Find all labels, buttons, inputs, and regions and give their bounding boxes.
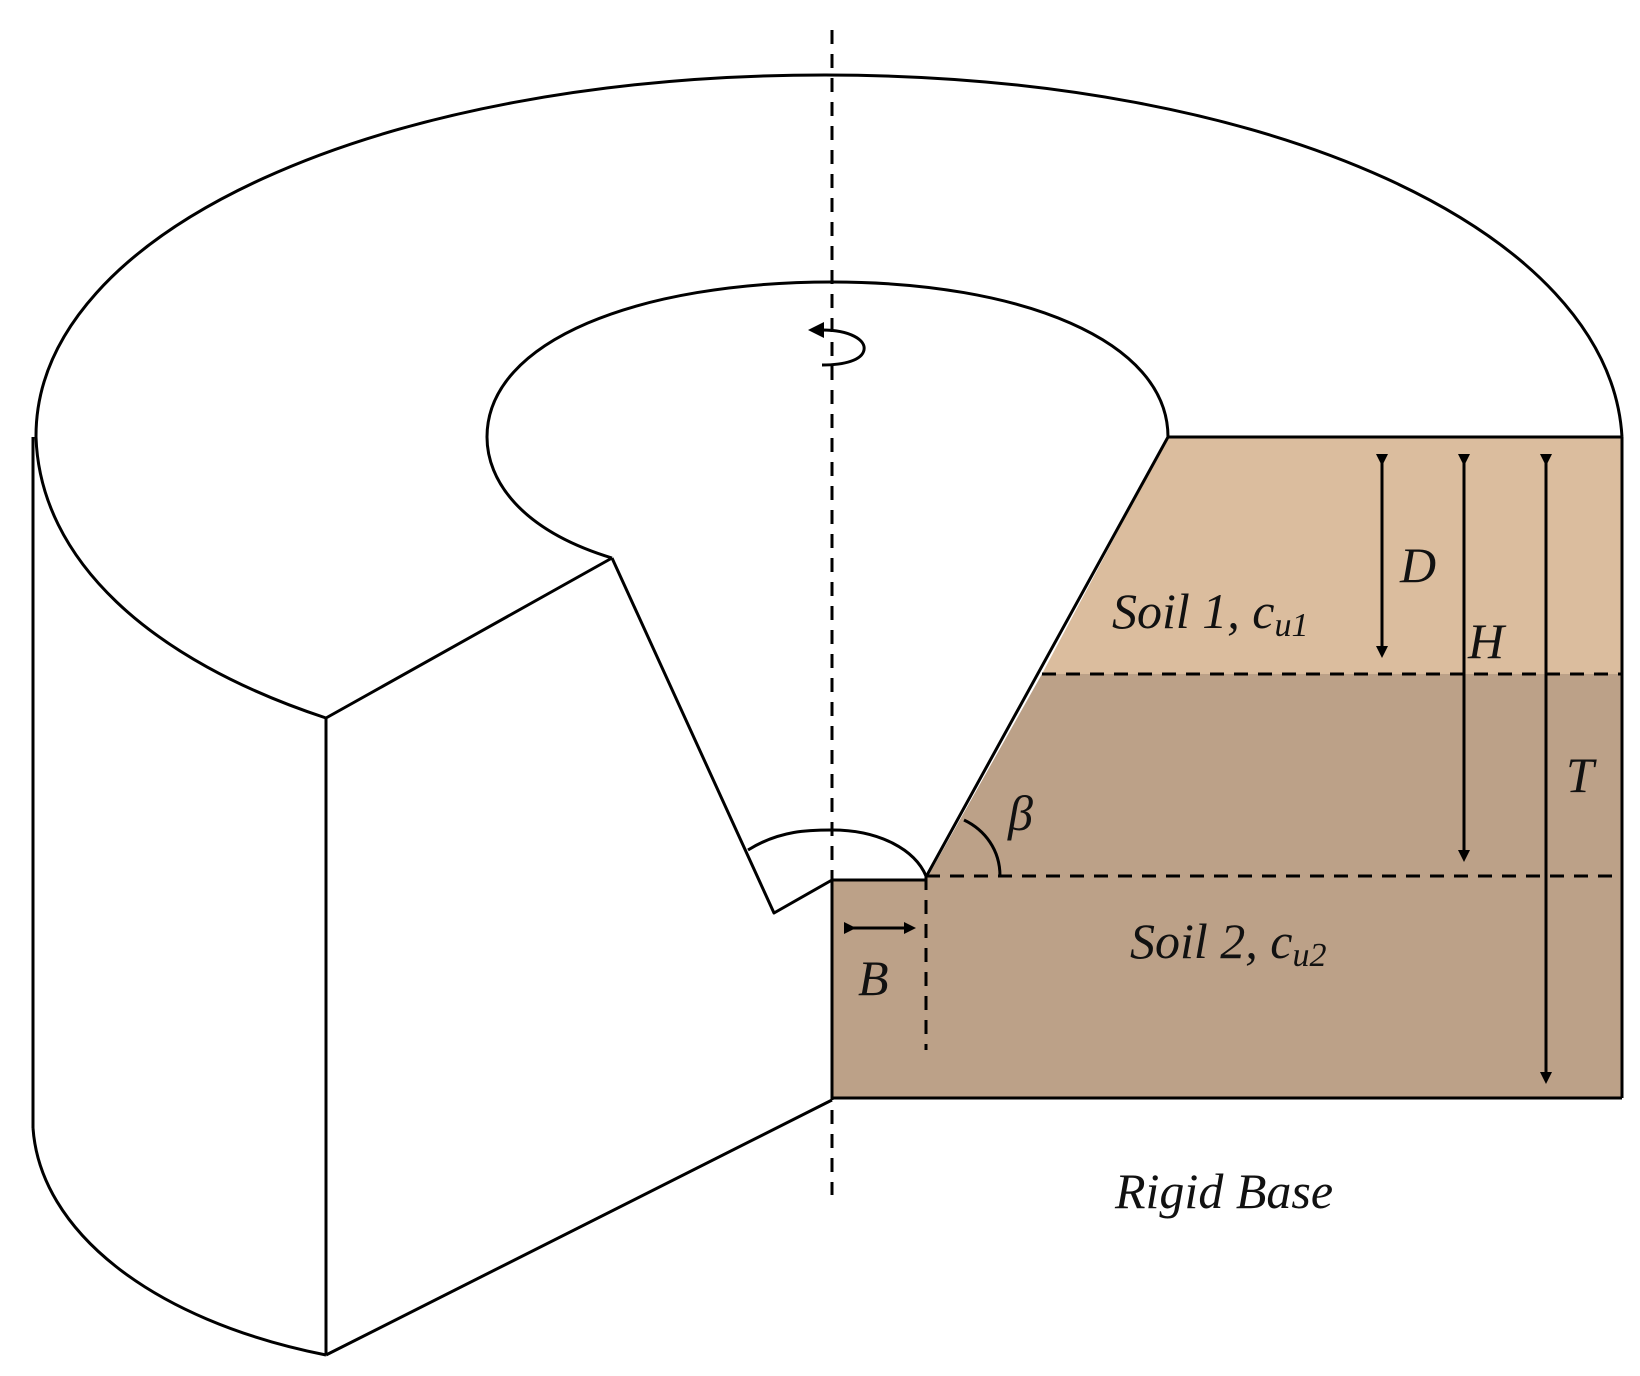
soil-1-label: Soil 1, cu1 <box>1112 583 1308 644</box>
outer-bottom-rim <box>31 1127 327 1357</box>
wedge-top-edge <box>325 556 613 720</box>
outer-top-rim-front <box>34 436 327 720</box>
dimension-b-label: B <box>858 950 889 1006</box>
soil-2-text: Soil 2, c <box>1130 913 1292 969</box>
excavation-base-arc <box>747 828 928 877</box>
inner-top-rim <box>485 280 1170 560</box>
dimension-d-label: D <box>1399 537 1436 593</box>
angle-beta-arc <box>963 818 1002 877</box>
soil-1-subscript: u1 <box>1274 607 1308 644</box>
rotation-arrow-icon <box>808 322 866 367</box>
inner-slope-right <box>924 436 1170 878</box>
wedge-bottom-edge <box>325 1098 833 1357</box>
soil-2-region <box>832 674 1622 1098</box>
inner-slope-left <box>610 557 833 915</box>
cylinder-outline <box>31 73 1624 1357</box>
angle-beta-label: β <box>1007 785 1033 841</box>
soil-1-region <box>1042 437 1622 674</box>
dimension-h-label: H <box>1467 613 1507 669</box>
outer-top-rim <box>34 73 1624 438</box>
soil-2-label: Soil 2, cu2 <box>1130 913 1326 974</box>
rigid-base-label: Rigid Base <box>1114 1163 1333 1219</box>
soil-1-text: Soil 1, c <box>1112 583 1274 639</box>
dimension-t-label: T <box>1566 747 1597 803</box>
soil-2-subscript: u2 <box>1292 937 1326 974</box>
